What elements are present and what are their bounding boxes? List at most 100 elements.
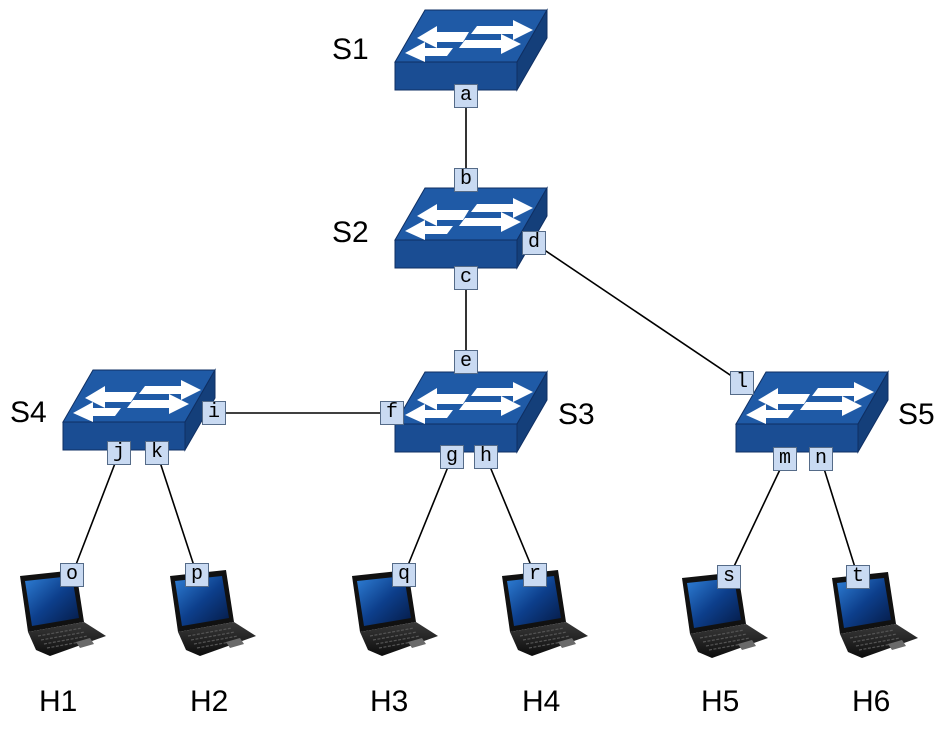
switch-arrow	[85, 386, 137, 408]
laptop-key-row	[705, 637, 751, 647]
switch-arrow	[459, 212, 521, 232]
host-h3-laptop-icon	[352, 570, 438, 656]
laptop-trackpad	[76, 638, 94, 648]
laptop-key-row	[849, 629, 895, 639]
laptop-trackpad	[888, 640, 906, 650]
laptop-key-row	[699, 629, 745, 639]
host-h6-laptop-icon	[832, 572, 918, 658]
port-t: t	[846, 565, 870, 589]
laptop-key-row	[375, 635, 421, 645]
switch-arrow	[417, 26, 469, 48]
port-e: e	[454, 350, 478, 374]
switch-arrow	[459, 396, 521, 416]
switch-arrow	[417, 388, 469, 410]
laptop-key-row	[40, 631, 86, 641]
switch-arrow	[800, 396, 862, 416]
switch-arrow	[417, 204, 469, 226]
laptop-key-row	[702, 633, 748, 643]
laptop-screen	[25, 576, 79, 626]
switch-label-s2: S2	[332, 216, 369, 249]
switch-arrow	[405, 404, 453, 424]
port-h: h	[474, 445, 498, 469]
switch-arrow	[471, 20, 533, 40]
switch-side-face	[184, 368, 216, 452]
laptop-screen	[507, 576, 561, 626]
link-g-q	[403, 456, 453, 576]
switch-s1	[394, 8, 548, 92]
laptop-screen	[837, 578, 891, 628]
host-h4-laptop-icon	[502, 570, 588, 656]
port-q: q	[392, 563, 416, 587]
port-o: o	[60, 563, 84, 587]
port-b: b	[454, 168, 478, 192]
laptop-key-row	[37, 627, 83, 637]
port-j: j	[107, 441, 131, 465]
port-s: s	[717, 565, 741, 589]
laptop-key-row	[525, 635, 571, 645]
switch-label-s3: S3	[558, 398, 595, 431]
switch-label-s1: S1	[332, 33, 369, 66]
port-g: g	[440, 445, 464, 469]
laptop-trackpad	[738, 640, 756, 650]
port-i: i	[202, 401, 226, 425]
switch-front-face	[735, 423, 859, 453]
laptop-key-row	[855, 637, 901, 647]
laptop-key-row	[43, 635, 89, 645]
laptop-key-row	[852, 633, 898, 643]
port-c: c	[454, 266, 478, 290]
port-a: a	[454, 84, 478, 108]
host-label-h4: H4	[522, 685, 561, 718]
links-layer	[71, 96, 859, 578]
port-m: m	[773, 447, 797, 471]
host-label-h3: H3	[370, 685, 409, 718]
switch-arrow	[459, 34, 521, 54]
laptop-trackpad	[408, 638, 426, 648]
switch-front-face	[394, 239, 518, 269]
link-d-l	[533, 242, 743, 384]
switch-layer	[62, 8, 889, 454]
host-label-h2: H2	[190, 685, 229, 718]
port-l: l	[730, 371, 754, 395]
laptop-trackpad	[558, 638, 576, 648]
switch-s3	[394, 370, 548, 454]
switch-arrow	[73, 402, 121, 422]
port-p: p	[185, 563, 209, 587]
laptop-key-row	[190, 631, 236, 641]
host-label-h5: H5	[701, 685, 740, 718]
switch-s2	[394, 186, 548, 270]
port-k: k	[145, 441, 169, 465]
switch-side-face	[516, 8, 548, 92]
switch-arrow	[139, 380, 201, 400]
switch-arrow	[405, 220, 453, 240]
switch-arrow	[471, 382, 533, 402]
switch-label-s4: S4	[10, 396, 47, 429]
switch-s5	[735, 370, 889, 454]
laptop-screen	[175, 576, 229, 626]
host-label-h1: H1	[39, 685, 78, 718]
link-j-o	[71, 452, 120, 576]
laptop-screen	[687, 578, 741, 628]
link-h-r	[485, 456, 536, 576]
switch-arrow	[812, 382, 874, 402]
switch-arrow	[746, 404, 794, 424]
laptop-key-row	[369, 627, 415, 637]
switch-arrow	[758, 388, 810, 410]
laptop-key-row	[372, 631, 418, 641]
laptop-key-row	[522, 631, 568, 641]
switch-s4	[62, 368, 216, 452]
laptop-key-row	[187, 627, 233, 637]
port-f: f	[380, 401, 404, 425]
host-layer	[20, 570, 918, 658]
port-r: r	[523, 563, 547, 587]
switch-arrow	[471, 198, 533, 218]
laptop-key-row	[193, 635, 239, 645]
port-n: n	[809, 447, 833, 471]
laptop-key-row	[519, 627, 565, 637]
switch-label-s5: S5	[898, 398, 935, 431]
switch-side-face	[857, 370, 889, 454]
host-label-h6: H6	[852, 685, 891, 718]
link-n-t	[820, 458, 859, 578]
link-k-p	[156, 452, 198, 576]
host-h1-laptop-icon	[20, 570, 106, 656]
